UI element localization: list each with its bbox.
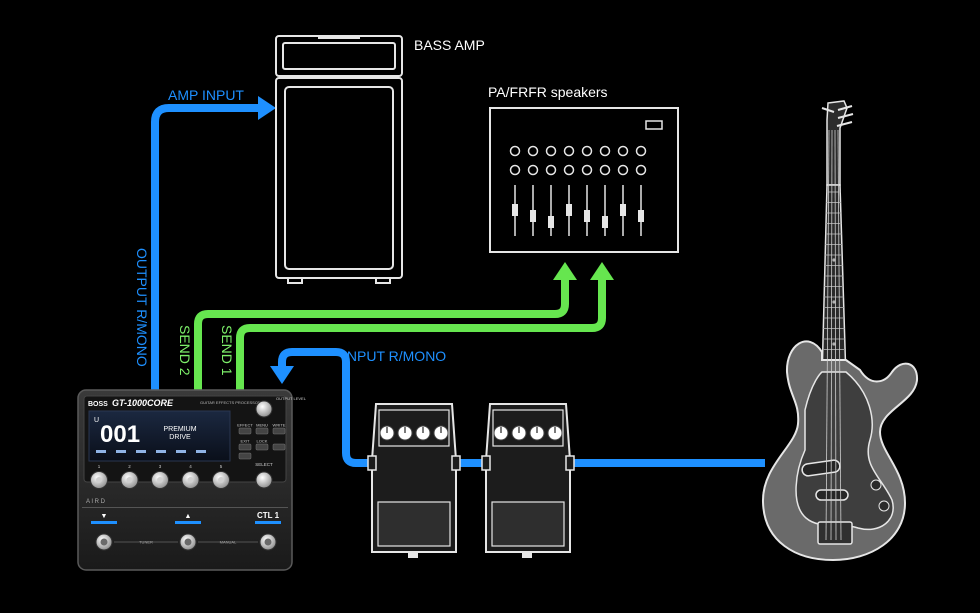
knob-number: 5 bbox=[220, 464, 223, 469]
send1-label: SEND 1 bbox=[219, 325, 235, 376]
processor-button[interactable] bbox=[272, 443, 286, 451]
mixer-knob bbox=[527, 145, 539, 157]
select-label: SELECT bbox=[255, 462, 273, 467]
send2-arrow-icon bbox=[553, 262, 577, 280]
send1-cable bbox=[236, 278, 606, 392]
input-arrow-icon bbox=[270, 366, 294, 384]
output-level-label: OUTPUT LEVEL bbox=[276, 396, 307, 401]
mixer-knob bbox=[563, 164, 575, 176]
mixer-knob bbox=[581, 164, 593, 176]
switch-label: ▼ bbox=[101, 513, 108, 520]
pa-mixer-icon bbox=[489, 107, 679, 253]
airo-label: A I R D bbox=[86, 499, 106, 505]
processor-button-lock[interactable] bbox=[255, 443, 269, 451]
switch-label: CTL 1 bbox=[257, 511, 280, 520]
bass-amp-icon bbox=[275, 35, 403, 284]
mixer-knob bbox=[635, 164, 647, 176]
input-r-mono-label: INPUT R/MONO bbox=[343, 348, 447, 364]
mixer-fader-cap bbox=[548, 216, 554, 228]
mixer-knob bbox=[635, 145, 647, 157]
mixer-knob bbox=[527, 164, 539, 176]
patch-number: 001 bbox=[100, 421, 140, 448]
output-level-knob[interactable] bbox=[255, 400, 273, 418]
processor-button-label: MENU bbox=[256, 423, 268, 428]
knob-number: 2 bbox=[128, 464, 131, 469]
mixer-knob bbox=[617, 145, 629, 157]
mixer-fader-cap bbox=[638, 210, 644, 222]
mixer-fader-cap bbox=[584, 210, 590, 222]
mixer-knob bbox=[545, 145, 557, 157]
processor-icon: BOSS GT-1000CORE GUITAR EFFECTS PROCESSO… bbox=[77, 389, 307, 571]
mixer-knob bbox=[617, 164, 629, 176]
send1-arrow-icon bbox=[590, 262, 614, 280]
input-return-cable bbox=[278, 348, 372, 467]
mixer-fader-cap bbox=[566, 204, 572, 216]
tuner-label: TUNER bbox=[139, 540, 153, 545]
processor-button-label: EXIT bbox=[241, 439, 250, 444]
mixer-knob bbox=[509, 145, 521, 157]
output-r-mono-label: OUTPUT R/MONO bbox=[134, 248, 150, 367]
knob-number: 1 bbox=[98, 464, 101, 469]
mixer-fader-cap bbox=[530, 210, 536, 222]
amp-input-arrow-icon bbox=[258, 96, 276, 120]
patch-prefix: U bbox=[94, 417, 99, 424]
subtitle-text: GUITAR EFFECTS PROCESSOR bbox=[200, 400, 261, 405]
processor-button-menu[interactable] bbox=[255, 427, 269, 435]
processor-button[interactable] bbox=[238, 452, 252, 460]
mixer-knob bbox=[509, 164, 521, 176]
mixer-knob bbox=[581, 145, 593, 157]
patch-name-line1: PREMIUM bbox=[163, 426, 196, 433]
processor-button-effect[interactable] bbox=[238, 427, 252, 435]
pa-speakers-label: PA/FRFR speakers bbox=[488, 84, 608, 100]
select-knob[interactable] bbox=[255, 471, 273, 489]
knob-number: 3 bbox=[159, 464, 162, 469]
mixer-knob bbox=[545, 164, 557, 176]
mixer-fader-cap bbox=[620, 204, 626, 216]
mixer-knob bbox=[563, 145, 575, 157]
bass-amp-label: BASS AMP bbox=[414, 37, 485, 53]
stompbox-icon bbox=[367, 403, 461, 558]
manual-label: MANUAL bbox=[220, 540, 237, 545]
model-text: GT-1000CORE bbox=[112, 398, 174, 408]
processor-button-label: LOCK bbox=[257, 439, 268, 444]
processor-button-label: EFFECT bbox=[237, 423, 253, 428]
processor-button-write[interactable] bbox=[272, 427, 286, 435]
mixer-knob bbox=[599, 145, 611, 157]
processor-button-label: WRITE bbox=[273, 423, 286, 428]
stompbox-icon bbox=[481, 403, 575, 558]
mixer-knob bbox=[599, 164, 611, 176]
output-to-amp-cable bbox=[151, 104, 262, 392]
processor-button-exit[interactable] bbox=[238, 443, 252, 451]
bass-guitar-icon bbox=[761, 100, 919, 562]
send2-label: SEND 2 bbox=[177, 325, 193, 376]
switch-indicator bbox=[175, 521, 201, 524]
patch-name-line2: DRIVE bbox=[169, 434, 191, 441]
send2-cable bbox=[194, 278, 569, 392]
switch-label: ▲ bbox=[185, 513, 192, 520]
switch-indicator bbox=[255, 521, 281, 524]
switch-indicator bbox=[91, 521, 117, 524]
brand-text: BOSS bbox=[88, 401, 108, 408]
mixer-fader-cap bbox=[602, 216, 608, 228]
amp-input-label: AMP INPUT bbox=[168, 87, 244, 103]
mixer-fader-cap bbox=[512, 204, 518, 216]
knob-number: 4 bbox=[189, 464, 192, 469]
